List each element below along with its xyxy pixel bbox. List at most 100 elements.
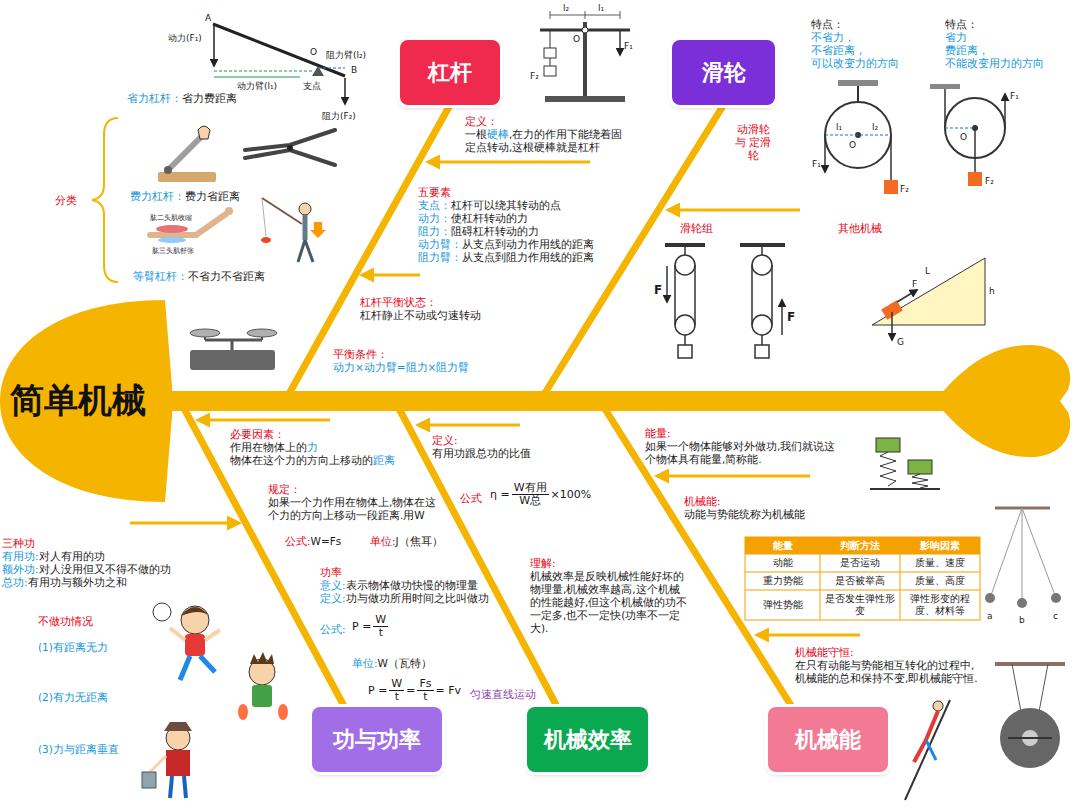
- note-text: 在只有动能与势能相互转化的过程中,机械能的总和保持不变,即机械能守恒.: [795, 659, 978, 684]
- text-row: 意义:表示物体做功快慢的物理量: [320, 579, 478, 592]
- scale-picture: [190, 350, 275, 370]
- main-title: 简单机械: [10, 378, 146, 424]
- figure-label: B: [351, 65, 357, 75]
- fishing-picture: [303, 215, 308, 240]
- text-row: 功率: [320, 566, 342, 579]
- note-text: 省力杠杆：: [127, 92, 182, 105]
- pliers-picture: [287, 145, 293, 151]
- text-row: l₂: [872, 121, 878, 134]
- energy-table-grid: [820, 537, 821, 620]
- nutcracker-picture: [164, 166, 172, 174]
- text-row: A: [205, 12, 211, 25]
- text-row: 动力臂：从支点到动力作用线的距离: [418, 238, 594, 251]
- pulley-block-figure: [675, 255, 695, 275]
- note-text: P =: [368, 684, 387, 697]
- note-text: 距离: [373, 454, 395, 466]
- leader-arrow: [362, 274, 420, 277]
- note-text: 从支点到动力作用线的距离: [462, 238, 594, 250]
- note-text: 可以改变力的方向: [811, 57, 899, 69]
- spring-picture: [876, 438, 900, 452]
- text-row: 等臂杠杆：不省力不省距离: [133, 270, 265, 283]
- figure-label: c: [1053, 611, 1058, 621]
- text-row: 如果一个力作用在物体上,物体在这个力的方向上移动一段距离.用W: [268, 496, 446, 522]
- text-row: 是否发生弹性形变: [821, 590, 899, 620]
- spring-picture: [912, 474, 928, 488]
- lever-figure: [344, 78, 346, 104]
- note-text: 有用功跟总功的比值: [432, 447, 531, 459]
- figure-label: O: [310, 47, 317, 57]
- energy-table-grid: [745, 537, 980, 620]
- note-text: 阻力：: [418, 225, 451, 237]
- soccer-kid-picture: [181, 606, 209, 634]
- note-text: =: [406, 684, 415, 697]
- text-row: 分类: [55, 194, 77, 207]
- note-text: 作用在物体上的: [230, 441, 307, 453]
- fishing-picture: [305, 240, 313, 262]
- energy-table-grid: [745, 537, 980, 554]
- text-row: 支点: [303, 80, 321, 93]
- table-cell: 是否运动: [840, 557, 880, 569]
- arm-picture: [196, 214, 226, 235]
- tired-kid-picture: [252, 685, 272, 707]
- bucket-kid-picture: [170, 776, 172, 798]
- pulley-block-figure: [678, 345, 692, 358]
- arm-picture: [158, 237, 186, 243]
- table-cell: 是否被举高: [835, 575, 885, 587]
- text-row: L: [925, 265, 930, 278]
- fraction: Wt: [373, 614, 388, 639]
- incline-figure: [872, 258, 985, 340]
- bucket-kid-picture: [166, 750, 190, 776]
- tired-kid-picture: [238, 652, 288, 720]
- note-text: 匀速直线运动: [470, 688, 536, 700]
- note-text: 一根: [465, 128, 487, 140]
- text-row: F₁: [1010, 90, 1019, 103]
- energy-table-grid: [900, 537, 901, 620]
- fish-bone: [172, 105, 450, 401]
- text-row: 弹性势能: [746, 590, 819, 620]
- pendulum-picture: [1022, 508, 1056, 598]
- text-row: 其他机械: [838, 222, 882, 235]
- fixed-pulley-figure: [825, 102, 891, 168]
- note-text: 定义:: [320, 592, 346, 604]
- fish-bone: [172, 401, 345, 707]
- pulley-block-figure: [781, 300, 783, 335]
- note-text: 使杠杆转动的力: [451, 212, 528, 224]
- note-text: 定义：: [465, 115, 498, 127]
- note-text: 物体在这个力的方向上移动的: [230, 454, 373, 466]
- note-text: 单位:: [370, 535, 396, 547]
- figure-label: 动力(F₁): [168, 33, 202, 43]
- soccer-kid-picture: [185, 634, 205, 656]
- note-text: 特点：: [811, 18, 844, 30]
- formula-text: W: [389, 678, 404, 691]
- note-text: 表示物体做功快慢的物理量: [346, 579, 478, 591]
- text-row: 一根硬棒,在力的作用下能绕着固定点转动,这根硬棒就是杠杆: [465, 128, 633, 154]
- text-row: 机械效率是反映机械性能好坏的物理量,机械效率越高,这个机械的性能越好,但这个机械…: [530, 570, 688, 635]
- text-row: 阻力：阻碍杠杆转动的力: [418, 225, 539, 238]
- note-text: 功率: [320, 566, 342, 578]
- fish-head: 简单机械: [0, 296, 172, 506]
- energy-table-grid: [745, 590, 980, 591]
- soccer-kid-picture: [200, 656, 215, 672]
- text-row: B: [351, 64, 357, 77]
- fishing-picture: [298, 240, 305, 262]
- text-row: F₂: [900, 183, 909, 196]
- note-text: 特点：: [945, 18, 978, 30]
- note-text: 意义:: [320, 579, 346, 591]
- text-row: F: [654, 283, 662, 298]
- balance-lever-figure: [583, 22, 587, 96]
- energy-table-grid: [745, 572, 980, 573]
- category-box: 机械能: [768, 707, 888, 772]
- note-text: 理解:: [530, 557, 556, 569]
- tired-kid-picture: [278, 704, 288, 720]
- pliers-picture: [245, 130, 335, 150]
- figure-label: F₂: [900, 184, 909, 194]
- text-row: 弹性形变的程度、材料等: [901, 590, 979, 620]
- note-text: W（瓦特）: [378, 657, 432, 669]
- soccer-kid-picture: [170, 628, 185, 640]
- fixed-pulley-figure: [824, 135, 826, 172]
- text-row: 省力杠杆：省力费距离: [127, 92, 237, 105]
- text-row: 定义：: [465, 115, 498, 128]
- lever-figure: [213, 24, 345, 76]
- text-row: 五要素: [418, 186, 451, 199]
- category-title: 滑轮: [702, 58, 746, 88]
